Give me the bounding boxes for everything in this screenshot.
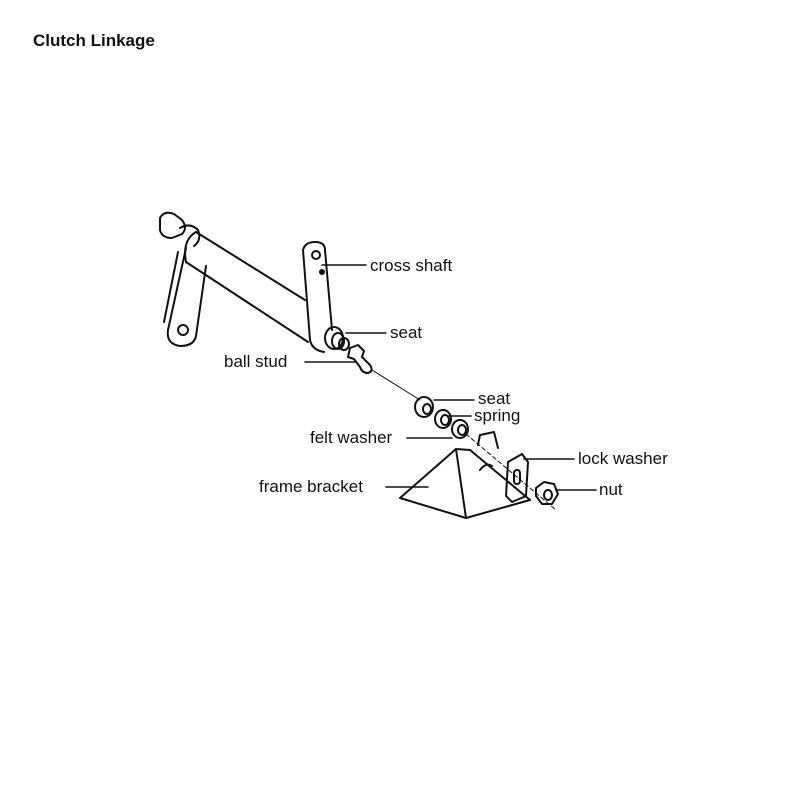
label-ball-stud: ball stud	[224, 352, 288, 371]
cross-shaft-part	[159, 211, 350, 353]
assembly-axis-line	[371, 369, 421, 401]
diagram-title: Clutch Linkage	[33, 31, 155, 50]
label-felt-washer: felt washer	[310, 428, 393, 447]
label-cross-shaft: cross shaft	[370, 256, 453, 275]
leader-lines	[304, 264, 597, 491]
lock-washer-part	[505, 453, 529, 503]
label-seat-upper: seat	[390, 323, 423, 342]
ball-stud-part	[347, 344, 373, 374]
label-nut: nut	[599, 480, 623, 499]
label-spring: spring	[474, 406, 521, 425]
frame-bracket-part	[399, 431, 557, 519]
label-frame-bracket: frame bracket	[259, 477, 363, 496]
label-seat-lower: seat	[478, 389, 511, 408]
washer-stack	[414, 396, 469, 439]
nut-part	[535, 481, 559, 505]
label-lock-washer: lock washer	[578, 449, 668, 468]
